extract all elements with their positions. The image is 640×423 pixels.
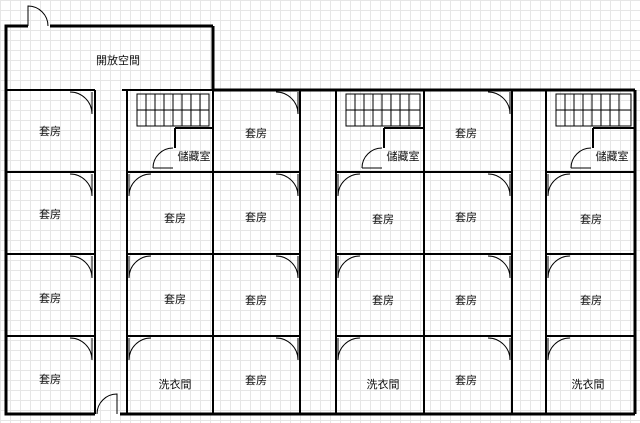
suite-label: 套房 [372,213,394,226]
suite-label: 套房 [455,127,477,140]
suite-label: 套房 [580,213,602,226]
room-labels: 開放空間 套房 套房 套房 套房 儲藏室 套房 套房 洗衣間 套房 套房 套房 … [39,53,629,391]
suite-label: 套房 [164,212,186,225]
suite-label: 套房 [39,292,61,305]
suite-label: 套房 [455,211,477,224]
stairs-middle [345,93,421,127]
door-swings [27,5,592,415]
suite-label: 套房 [245,127,267,140]
suite-label: 套房 [580,294,602,307]
stairs-left [136,93,210,127]
storage-label: 儲藏室 [387,149,420,163]
right-section-walls [424,90,635,414]
storage-label: 儲藏室 [596,149,629,163]
left-section-walls [6,89,214,414]
suite-label: 套房 [372,294,394,307]
suite-label: 套房 [39,373,61,386]
suite-label: 套房 [39,125,61,138]
suite-label: 套房 [245,374,267,387]
open-space-label: 開放空間 [96,53,140,67]
laundry-label: 洗衣間 [367,377,400,391]
stairs-right [555,93,632,127]
middle-section-walls [213,90,425,414]
laundry-label: 洗衣間 [159,377,192,391]
outer-walls [4,24,637,416]
suite-label: 套房 [245,211,267,224]
suite-label: 套房 [39,208,61,221]
laundry-label: 洗衣間 [572,377,605,391]
suite-label: 套房 [455,294,477,307]
suite-label: 套房 [455,374,477,387]
suite-label: 套房 [245,294,267,307]
storage-label: 儲藏室 [178,149,211,163]
suite-label: 套房 [164,293,186,306]
